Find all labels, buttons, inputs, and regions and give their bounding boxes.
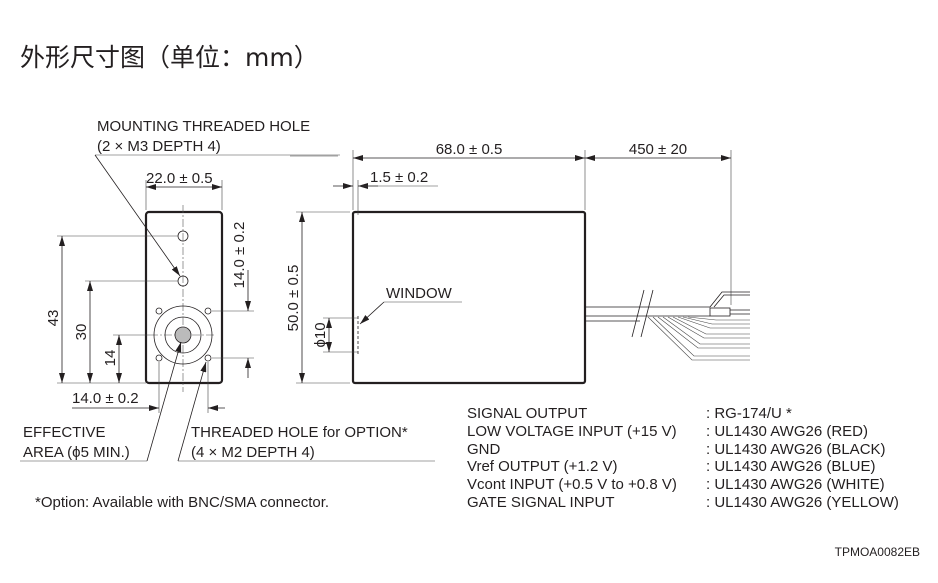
signal-cable: : UL1430 AWG26 (YELLOW) bbox=[706, 494, 899, 511]
signal-row: LOW VOLTAGE INPUT (+15 V) : UL1430 AWG26… bbox=[467, 423, 868, 440]
signal-cable: : UL1430 AWG26 (BLUE) bbox=[706, 458, 876, 475]
cable-bundle bbox=[585, 289, 750, 361]
mounting-hole-label: MOUNTING THREADED HOLE bbox=[97, 118, 310, 135]
effective-area-spec: AREA (ϕ5 MIN.) bbox=[23, 444, 130, 461]
cable-length-dimension: 450 ± 20 bbox=[629, 141, 687, 158]
window-outer-ring bbox=[153, 305, 213, 365]
signal-cable: : UL1430 AWG26 (WHITE) bbox=[706, 476, 885, 493]
signal-table: SIGNAL OUTPUT : RG-174/U * LOW VOLTAGE I… bbox=[467, 405, 899, 511]
dimension-30: 30 bbox=[73, 324, 90, 341]
window-label: WINDOW bbox=[386, 285, 453, 302]
threaded-hole-spec: (4 × M2 DEPTH 4) bbox=[191, 444, 315, 461]
signal-name: GATE SIGNAL INPUT bbox=[467, 494, 615, 511]
hole-pitch-vertical: 14.0 ± 0.2 bbox=[231, 222, 248, 289]
signal-name: Vcont INPUT (+0.5 V to +0.8 V) bbox=[467, 476, 677, 493]
signal-row: GND : UL1430 AWG26 (BLACK) bbox=[467, 441, 886, 458]
signal-row: SIGNAL OUTPUT : RG-174/U * bbox=[467, 405, 792, 422]
page-title: 外形尺寸图（单位：mm） bbox=[20, 43, 319, 72]
option-footnote: *Option: Available with BNC/SMA connecto… bbox=[35, 494, 329, 511]
side-view: 68.0 ± 0.5 450 ± 20 1.5 ± 0.2 50.0 ± 0.5… bbox=[285, 141, 750, 385]
signal-name: LOW VOLTAGE INPUT (+15 V) bbox=[467, 423, 677, 440]
signal-cable: : UL1430 AWG26 (BLACK) bbox=[706, 441, 886, 458]
height-dimension: 50.0 ± 0.5 bbox=[285, 265, 302, 332]
signal-row: Vcont INPUT (+0.5 V to +0.8 V) : UL1430 … bbox=[467, 476, 885, 493]
front-body-outline bbox=[144, 210, 224, 385]
dimension-14: 14 bbox=[102, 350, 119, 367]
window-offset-dimension: 1.5 ± 0.2 bbox=[370, 169, 428, 186]
signal-row: GATE SIGNAL INPUT : UL1430 AWG26 (YELLOW… bbox=[467, 494, 899, 511]
side-body-outline bbox=[351, 210, 587, 385]
mounting-hole-spec: (2 × M3 DEPTH 4) bbox=[97, 138, 221, 155]
drawing-code: TPMOA0082EB bbox=[835, 545, 920, 559]
signal-cable: : UL1430 AWG26 (RED) bbox=[706, 423, 868, 440]
signal-name: SIGNAL OUTPUT bbox=[467, 405, 587, 422]
effective-area-label: EFFECTIVE bbox=[23, 424, 106, 441]
signal-name: Vref OUTPUT (+1.2 V) bbox=[467, 458, 617, 475]
signal-name: GND bbox=[467, 441, 501, 458]
effective-area bbox=[174, 326, 192, 344]
front-view: MOUNTING THREADED HOLE (2 × M3 DEPTH 4) … bbox=[20, 118, 435, 462]
hole-pitch-horizontal: 14.0 ± 0.2 bbox=[72, 390, 139, 407]
threaded-hole-label: THREADED HOLE for OPTION* bbox=[191, 424, 408, 441]
dimension-43: 43 bbox=[45, 310, 62, 327]
length-dimension: 68.0 ± 0.5 bbox=[436, 141, 503, 158]
signal-row: Vref OUTPUT (+1.2 V) : UL1430 AWG26 (BLU… bbox=[467, 458, 876, 475]
width-dimension: 22.0 ± 0.5 bbox=[146, 170, 213, 187]
signal-cable: : RG-174/U * bbox=[706, 405, 792, 422]
window-diameter: ϕ10 bbox=[312, 322, 329, 347]
